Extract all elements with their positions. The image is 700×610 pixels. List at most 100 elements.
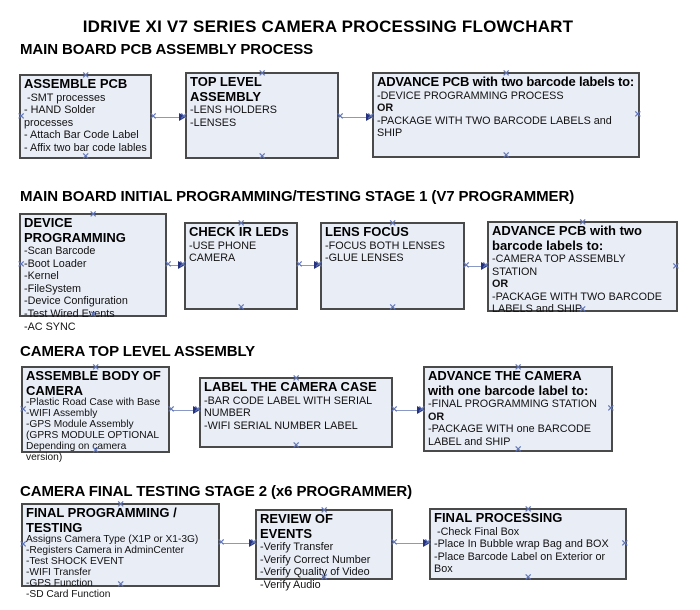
connection-point-icon: × bbox=[258, 68, 267, 79]
section-header-pcb-assembly: MAIN BOARD PCB ASSEMBLY PROCESS bbox=[20, 41, 314, 58]
box-line: OR bbox=[428, 410, 445, 423]
arrowhead-icon bbox=[177, 261, 185, 269]
arrow-line bbox=[395, 409, 418, 411]
connection-point-icon: × bbox=[388, 218, 397, 229]
flow-box-assemble-body-of-camera[interactable]: ASSEMBLE BODY OF CAMERA -Plastic Road Ca… bbox=[19, 362, 170, 463]
flow-box-advance-pcb-two-labels-2[interactable]: ADVANCE PCB with two barcode labels to: … bbox=[487, 217, 680, 315]
box-body: -FOCUS BOTH LENSES-GLUE LENSES bbox=[325, 240, 460, 265]
flow-arrow[interactable]: ×× bbox=[390, 404, 426, 416]
connection-point-icon: × bbox=[258, 151, 267, 162]
flow-arrow[interactable]: ×× bbox=[462, 260, 490, 272]
arrow-line bbox=[395, 542, 424, 544]
box-line: -Place In Bubble wrap Bag and BOX bbox=[434, 538, 609, 551]
box-line: -Scan Barcode bbox=[24, 245, 96, 258]
flow-box-advance-pcb-two-labels[interactable]: ADVANCE PCB with two barcode labels to: … bbox=[372, 68, 642, 161]
flow-box-lens-focus[interactable]: LENS FOCUS -FOCUS BOTH LENSES-GLUE LENSE… bbox=[320, 218, 465, 313]
connection-point-icon: × bbox=[179, 111, 188, 122]
box-title: DEVICE PROGRAMMING bbox=[24, 215, 126, 245]
arrow-line bbox=[467, 265, 482, 267]
flow-box-advance-the-camera[interactable]: ADVANCE THE CAMERA with one barcode labe… bbox=[423, 362, 615, 455]
connection-point-icon: × bbox=[578, 304, 587, 315]
box-line: -Registers Camera in AdminCenter bbox=[26, 545, 184, 556]
box-body: -SMT processes- HAND Solder processes- A… bbox=[24, 92, 147, 155]
box-line: -Plastic Road Case with Base bbox=[26, 397, 161, 409]
connection-point-icon: × bbox=[292, 440, 301, 451]
arrow-line bbox=[169, 264, 179, 266]
box-line: (GPRS MODULE OPTIONAL bbox=[26, 429, 160, 441]
box-title: ADVANCE PCB with two barcode labels to: bbox=[492, 223, 642, 253]
flow-arrow[interactable]: ×× bbox=[390, 537, 432, 549]
box-line: -DEVICE PROGRAMMING PROCESS bbox=[377, 89, 564, 102]
box-line: -FOCUS BOTH LENSES bbox=[325, 239, 445, 252]
flow-box-assemble-pcb[interactable]: ASSEMBLE PCB -SMT processes- HAND Solder… bbox=[17, 71, 152, 162]
box-line: -SD Card Function bbox=[26, 588, 111, 600]
connection-point-icon: × bbox=[295, 259, 304, 270]
box-title: CHECK IR LEDs bbox=[189, 224, 289, 239]
arrowhead-icon bbox=[422, 539, 430, 547]
flow-arrow[interactable]: ×× bbox=[295, 259, 323, 271]
box-line: -Verify Audio bbox=[260, 578, 321, 591]
arrowhead-icon bbox=[365, 113, 373, 121]
flow-arrow[interactable]: ×× bbox=[217, 537, 258, 549]
connection-point-icon: × bbox=[149, 111, 158, 122]
connection-point-icon: × bbox=[388, 302, 397, 313]
connection-point-icon: × bbox=[514, 444, 523, 455]
connection-point-icon: × bbox=[502, 68, 511, 79]
arrowhead-icon bbox=[416, 406, 424, 414]
connection-point-icon: × bbox=[462, 260, 471, 271]
box-line: -LENS HOLDERS bbox=[190, 104, 277, 117]
connection-point-icon: × bbox=[167, 404, 176, 415]
flow-box-device-programming[interactable]: DEVICE PROGRAMMING -Scan Barcode-Boot Lo… bbox=[17, 209, 167, 333]
box-line: -Verify Quality of Video bbox=[260, 566, 370, 579]
flow-box-top-level-assembly[interactable]: TOP LEVEL ASSEMBLY -LENS HOLDERS-LENSES … bbox=[185, 68, 339, 162]
box-line: -FINAL PROGRAMMING STATION bbox=[428, 398, 597, 411]
section-header-camera-top-assembly: CAMERA TOP LEVEL ASSEMBLY bbox=[20, 343, 256, 360]
box-title: TOP LEVEL ASSEMBLY bbox=[190, 74, 262, 104]
flow-box-label-the-camera-case[interactable]: LABEL THE CAMERA CASE -BAR CODE LABEL WI… bbox=[199, 374, 393, 451]
box-line: -LENSES bbox=[190, 116, 237, 129]
box-line: Assigns Camera Type (X1P or X1-3G) bbox=[26, 534, 199, 546]
box-line: -AC SYNC bbox=[24, 320, 76, 333]
box-line: -Device Configuration bbox=[24, 295, 128, 308]
box-line: -FileSystem bbox=[24, 282, 81, 295]
arrowhead-icon bbox=[248, 539, 256, 547]
flow-box-check-ir-leds[interactable]: CHECK IR LEDs -USE PHONE CAMERA × × bbox=[184, 219, 298, 313]
box-body: -USE PHONE CAMERA bbox=[189, 240, 293, 265]
flow-box-review-of-events[interactable]: REVIEW OF EVENTS -Verify Transfer-Verify… bbox=[255, 505, 393, 591]
box-body: Assigns Camera Type (X1P or X1-3G)-Regis… bbox=[26, 534, 215, 600]
connection-point-icon: × bbox=[320, 505, 329, 516]
connection-point-icon: × bbox=[89, 209, 98, 220]
connection-point-icon: × bbox=[81, 151, 90, 162]
box-line: -Check Final Box bbox=[434, 525, 520, 538]
flow-box-final-programming-testing[interactable]: FINAL PROGRAMMING / TESTING Assigns Came… bbox=[19, 499, 220, 600]
box-title: LENS FOCUS bbox=[325, 224, 409, 239]
connection-point-icon: × bbox=[17, 110, 26, 122]
box-line: -WIFI Assembly bbox=[26, 408, 98, 419]
flow-arrow[interactable]: ×× bbox=[167, 404, 202, 416]
box-line: -Kernel bbox=[24, 270, 59, 283]
box-line: -PACKAGE WITH TWO BARCODE LABELS and SHI… bbox=[377, 114, 615, 140]
connection-point-icon: × bbox=[514, 362, 523, 373]
flow-arrow[interactable]: ×× bbox=[336, 111, 375, 123]
box-line: OR bbox=[492, 278, 509, 291]
box-body: -BAR CODE LABEL WITH SERIAL NUMBER-WIFI … bbox=[204, 395, 388, 433]
connection-point-icon: × bbox=[17, 259, 26, 270]
box-line: - Affix two bar code lables bbox=[24, 141, 147, 154]
arrow-line bbox=[172, 409, 194, 411]
connection-point-icon: × bbox=[578, 217, 587, 228]
connection-point-icon: × bbox=[116, 499, 125, 510]
connection-point-icon: × bbox=[417, 404, 426, 415]
flow-arrow[interactable]: ×× bbox=[164, 259, 187, 271]
connection-point-icon: × bbox=[620, 538, 629, 549]
connection-point-icon: × bbox=[91, 362, 100, 373]
box-line: -PACKAGE WITH one BARCODE LABEL and SHIP bbox=[428, 423, 594, 448]
connection-point-icon: × bbox=[164, 259, 173, 270]
flow-box-final-processing[interactable]: FINAL PROCESSING -Check Final Box-Place … bbox=[429, 505, 629, 583]
box-line: -Place Barcode Label on Exterior or Box bbox=[434, 550, 609, 576]
connection-point-icon: × bbox=[336, 111, 345, 122]
flow-arrow[interactable]: ×× bbox=[149, 111, 188, 123]
box-title: FINAL PROCESSING bbox=[434, 510, 563, 525]
box-title: ADVANCE THE CAMERA with one barcode labe… bbox=[428, 368, 589, 398]
